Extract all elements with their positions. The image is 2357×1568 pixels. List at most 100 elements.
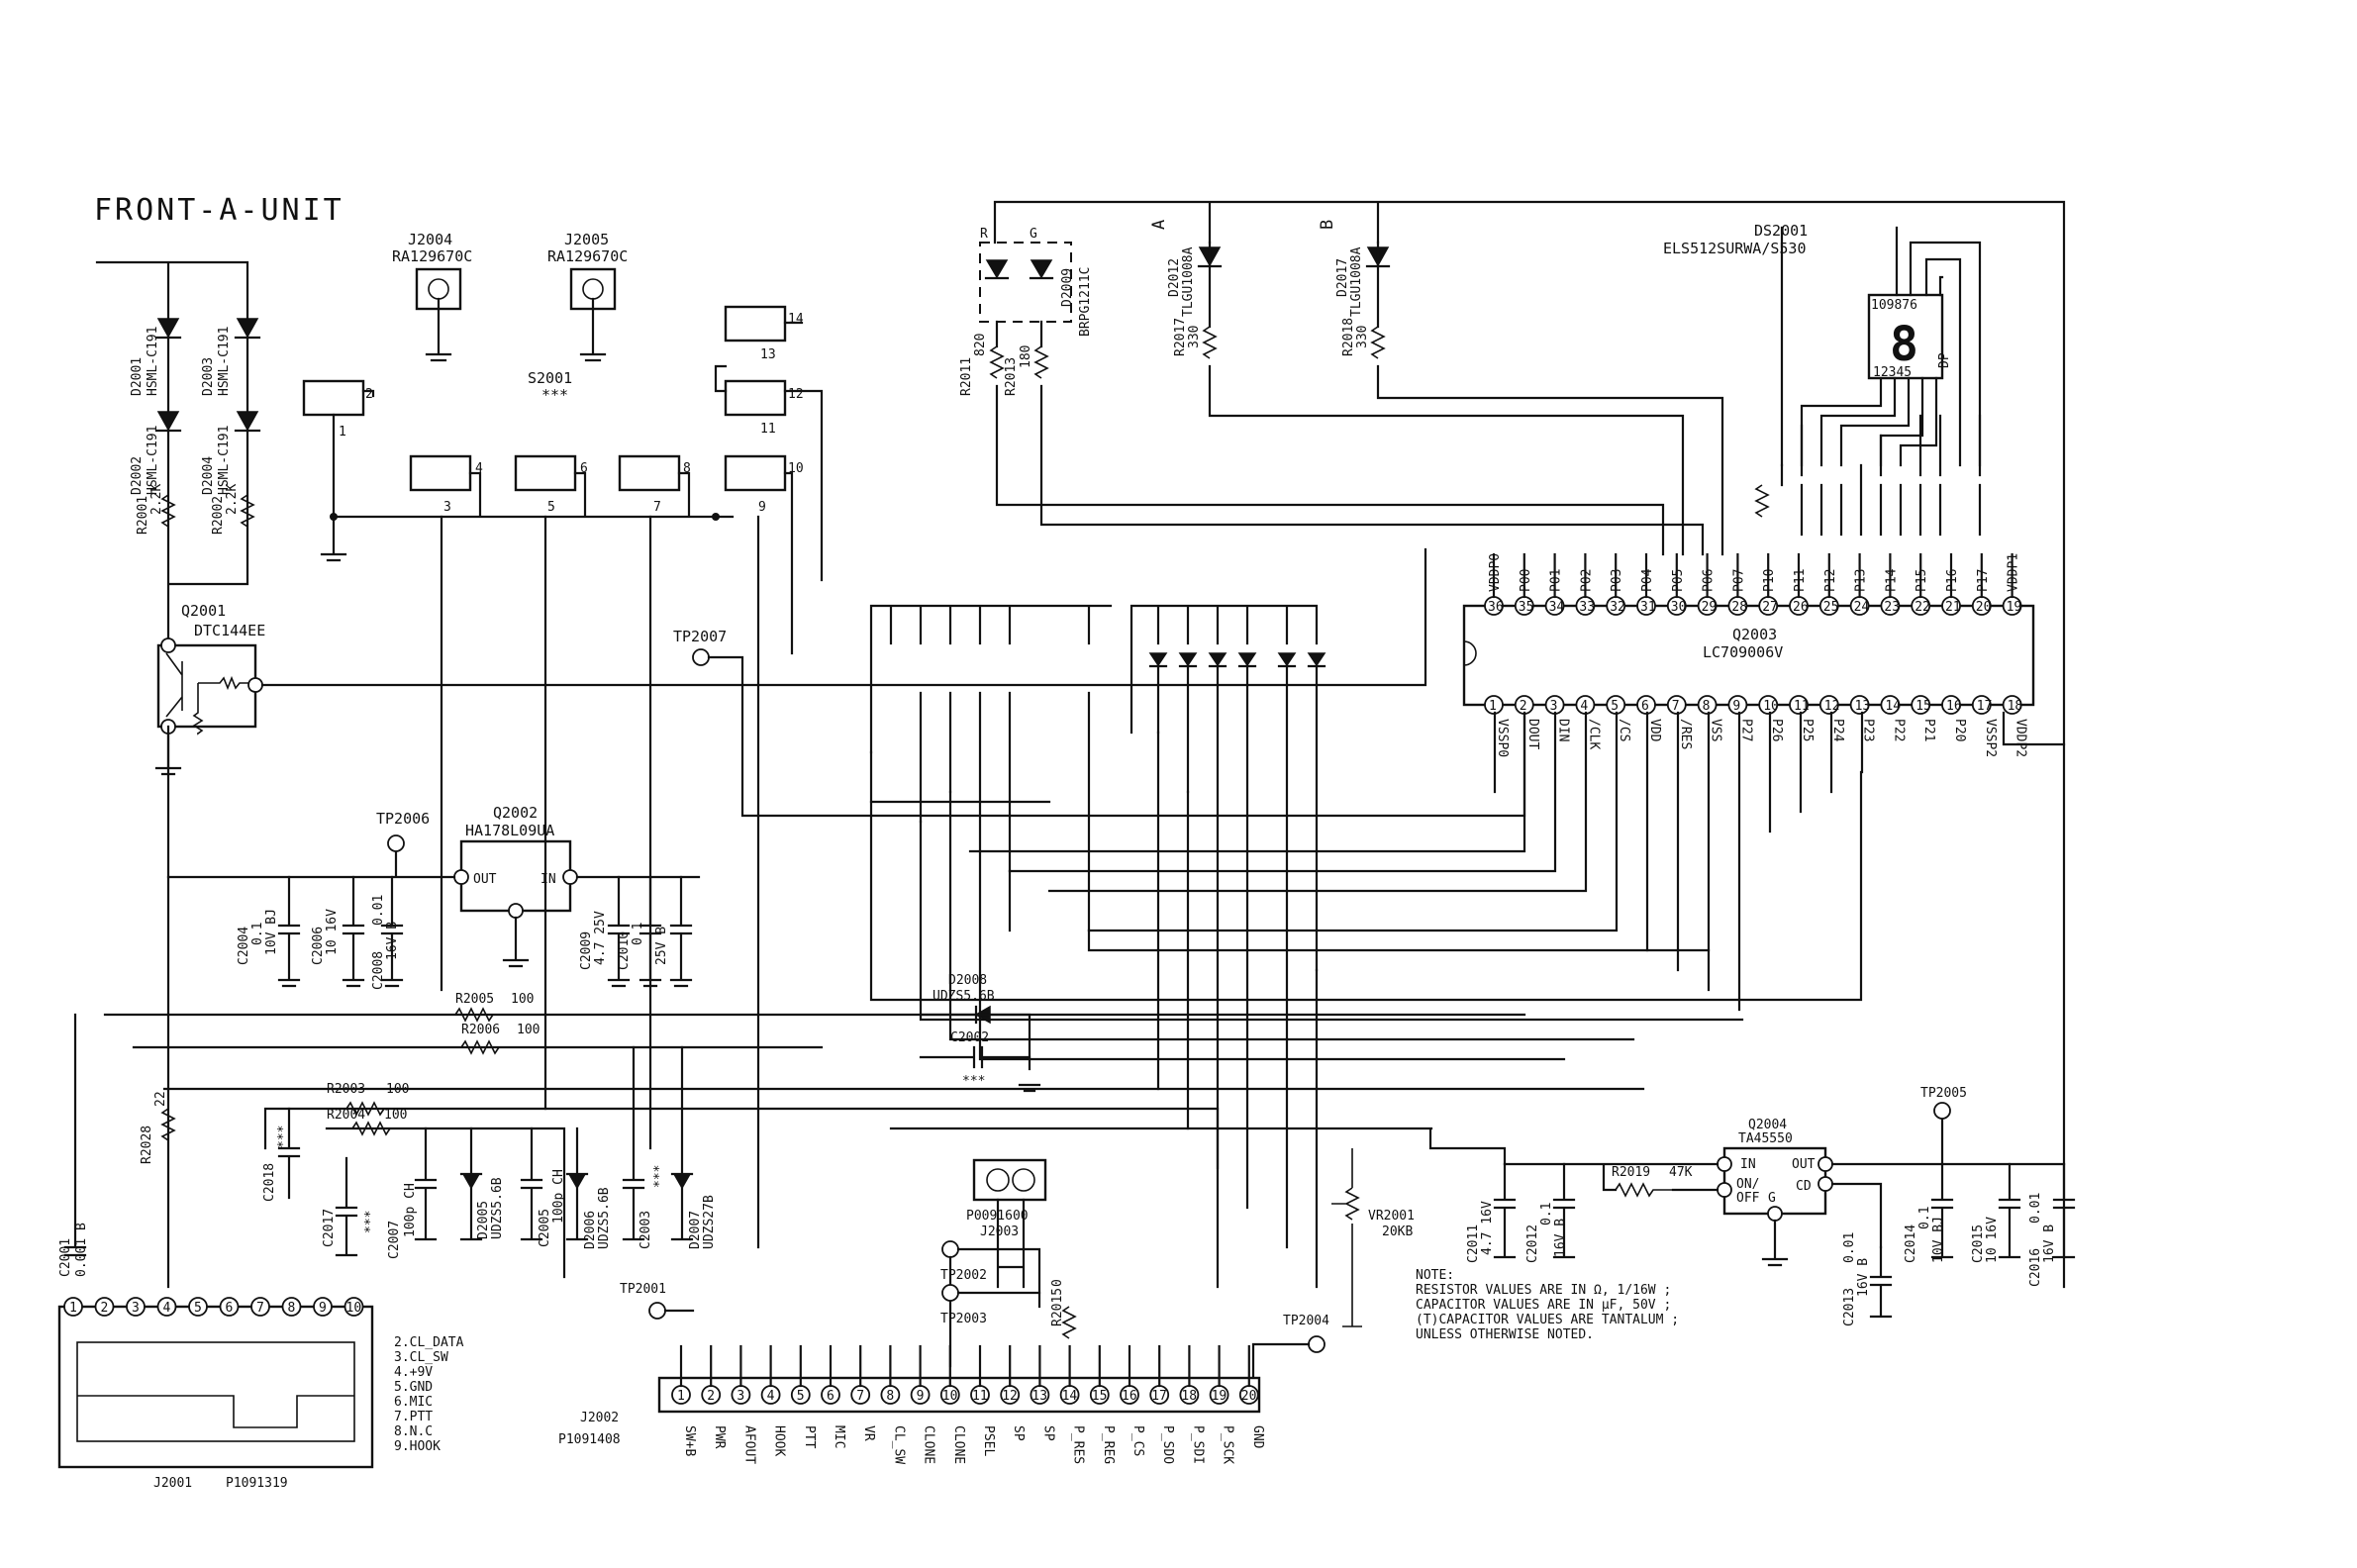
regulator-q2004: Q2004 TA45550 IN OUT ON/ OFF G CD TP2005 [889, 1086, 2066, 1267]
ic-pin-name: VSSP0 [1495, 719, 1510, 757]
svg-text:8.N.C: 8.N.C [394, 1424, 433, 1439]
ic-pin-name: P10 [1762, 569, 1777, 592]
connector-pin-number: 17 [1151, 1389, 1167, 1404]
capacitor-c2001: C2001 0.001 B [58, 1013, 89, 1277]
svg-text:UDZS5.6B: UDZS5.6B [490, 1177, 505, 1239]
connector-pin-label: CLONE [922, 1425, 936, 1464]
svg-text:R2013: R2013 [1004, 357, 1019, 396]
svg-text:16V B: 16V B [1856, 1258, 1871, 1297]
svg-text:12: 12 [788, 387, 804, 402]
svg-text:C2006: C2006 [311, 927, 326, 965]
svg-text:TA45550: TA45550 [1738, 1131, 1793, 1146]
connector-pin-number: 6 [226, 1301, 234, 1316]
svg-text:RESISTOR VALUES ARE IN Ω, 1/16: RESISTOR VALUES ARE IN Ω, 1/16W ; [1416, 1283, 1671, 1298]
svg-text:DTC144EE: DTC144EE [194, 622, 265, 639]
svg-text:HSML-C191: HSML-C191 [217, 327, 232, 396]
ic-pin-number: 23 [1884, 600, 1900, 615]
resistor-r2002: R2002 2.2K [211, 484, 255, 535]
connector-pin-label: PWR [712, 1425, 727, 1449]
ic-pin-number: 33 [1579, 600, 1595, 615]
testpoint-tp2007: TP2007 [673, 628, 1526, 818]
resistor-r2013: R2013 180 [1004, 345, 1049, 396]
diode-d2006: D2006 UDZS5.6B [565, 1127, 612, 1249]
svg-text:2: 2 [365, 387, 373, 402]
svg-text:0.001 B: 0.001 B [74, 1223, 89, 1277]
svg-text:D2007: D2007 [688, 1211, 703, 1249]
svg-text:C2005: C2005 [538, 1209, 552, 1247]
svg-text:C2003: C2003 [638, 1211, 653, 1249]
svg-text:J2001: J2001 [153, 1476, 192, 1491]
ic-pin-number: 24 [1854, 600, 1870, 615]
connector-pin-label: PSEL [981, 1425, 996, 1456]
connector-pin-number: 3 [737, 1389, 744, 1404]
regulator-q2002: Q2002 HA178L09UA OUT IN TP2006 [166, 804, 701, 968]
connector-pin [156, 1297, 177, 1317]
connector-pin [344, 1297, 364, 1317]
ic-pin-number: 4 [1580, 699, 1588, 714]
svg-text:100: 100 [511, 992, 534, 1007]
capacitor-c2017: C2017 *** [322, 1156, 378, 1257]
testpoint-tp2002: TP2002 [940, 1240, 1041, 1368]
ic-pin-number: 17 [1977, 699, 1993, 714]
svg-text:R2003: R2003 [327, 1082, 365, 1097]
svg-text:0.01: 0.01 [371, 895, 386, 926]
connector-j2002-pins: 1SW+B2PWR3AFOUT4HOOK5PTT6MIC7VR8CL_SW9CL… [671, 1344, 1265, 1464]
connector-p0091600: P0091600 J2003 [966, 1158, 1047, 1289]
ic-pin-name: P05 [1671, 569, 1686, 592]
svg-text:***: *** [652, 1165, 667, 1188]
svg-text:16V B: 16V B [2042, 1225, 2057, 1263]
svg-text:R2015: R2015 [1050, 1288, 1065, 1326]
svg-text:9.HOOK: 9.HOOK [394, 1439, 441, 1454]
svg-text:HA178L09UA: HA178L09UA [465, 822, 554, 839]
svg-text:13: 13 [760, 347, 776, 362]
ic-pin-name: /RES [1678, 719, 1693, 749]
svg-text:Q2002: Q2002 [493, 804, 538, 822]
svg-text:100: 100 [517, 1023, 540, 1037]
testpoint-tp2001: TP2001 [620, 1282, 695, 1320]
svg-text:6.MIC: 6.MIC [394, 1395, 433, 1410]
ic-pin-number: 19 [2007, 600, 2022, 615]
ic-pin-name: P23 [1861, 719, 1876, 741]
connector-pin-label: AFOUT [741, 1425, 756, 1464]
connector-pin-number: 16 [1122, 1389, 1137, 1404]
connector-pin [63, 1297, 83, 1317]
svg-text:12345: 12345 [1873, 365, 1912, 380]
diode-d2005: D2005 UDZS5.6B [459, 1127, 505, 1241]
svg-text:DP: DP [1937, 352, 1952, 368]
svg-text:47K: 47K [1669, 1165, 1693, 1180]
resistor-r2004: R2004 100 [325, 1108, 566, 1279]
svg-text:C2010: C2010 [617, 931, 632, 970]
ic-pin-number: 30 [1671, 600, 1687, 615]
svg-text:HSML-C191: HSML-C191 [146, 327, 160, 396]
svg-text:TP2001: TP2001 [620, 1282, 666, 1297]
connector-pin-number: 2 [707, 1389, 715, 1404]
connector-pin-label: HOOK [772, 1425, 787, 1456]
resistor-r2018: R2018 330 [1341, 318, 1386, 359]
ic-pin-number: 25 [1823, 600, 1839, 615]
svg-text:C2017: C2017 [322, 1209, 337, 1247]
ic-pin-number: 7 [1672, 699, 1680, 714]
diode-bank-1ss400 [1129, 604, 1326, 972]
svg-text:CD: CD [1796, 1179, 1812, 1194]
ic-pin [1666, 695, 1687, 715]
ic-pin-number: 10 [1763, 699, 1779, 714]
svg-text:D2006: D2006 [583, 1211, 598, 1249]
resistor-r2005: R2005 100 [454, 992, 534, 1023]
diode-d2007: D2007 UDZS27B [670, 1045, 717, 1249]
svg-text:3: 3 [443, 500, 451, 515]
ic-pin-name: P03 [1610, 569, 1624, 592]
svg-text:C2008: C2008 [371, 951, 386, 990]
ic-pin-name: P11 [1793, 569, 1808, 592]
ic-pin-number: 14 [1885, 699, 1901, 714]
led-d2017: B D2017 TLGU1008A [1318, 220, 1724, 556]
svg-text:UDZS5.6B: UDZS5.6B [933, 989, 995, 1004]
svg-text:R2002: R2002 [211, 496, 226, 535]
connector-pin-number: 15 [1092, 1389, 1108, 1404]
ic-pin-number: 12 [1824, 699, 1840, 714]
connector-pin-number: 4 [767, 1389, 775, 1404]
ic-pin-name: P14 [1884, 568, 1899, 592]
svg-text:OUT: OUT [1792, 1157, 1816, 1172]
svg-text:4.+9V: 4.+9V [394, 1365, 433, 1380]
svg-text:B: B [1318, 220, 1337, 230]
ic-pin-number: 15 [1915, 699, 1931, 714]
